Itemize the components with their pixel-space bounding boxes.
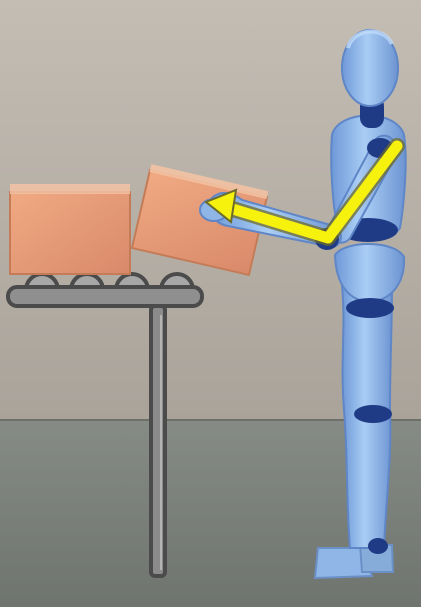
conveyor-top: [8, 287, 202, 306]
ankle-joint: [368, 538, 388, 554]
box-on-conveyor: [10, 184, 130, 274]
hip-joint: [346, 298, 394, 318]
knee-joint: [354, 405, 392, 423]
table-leg: [151, 306, 165, 576]
